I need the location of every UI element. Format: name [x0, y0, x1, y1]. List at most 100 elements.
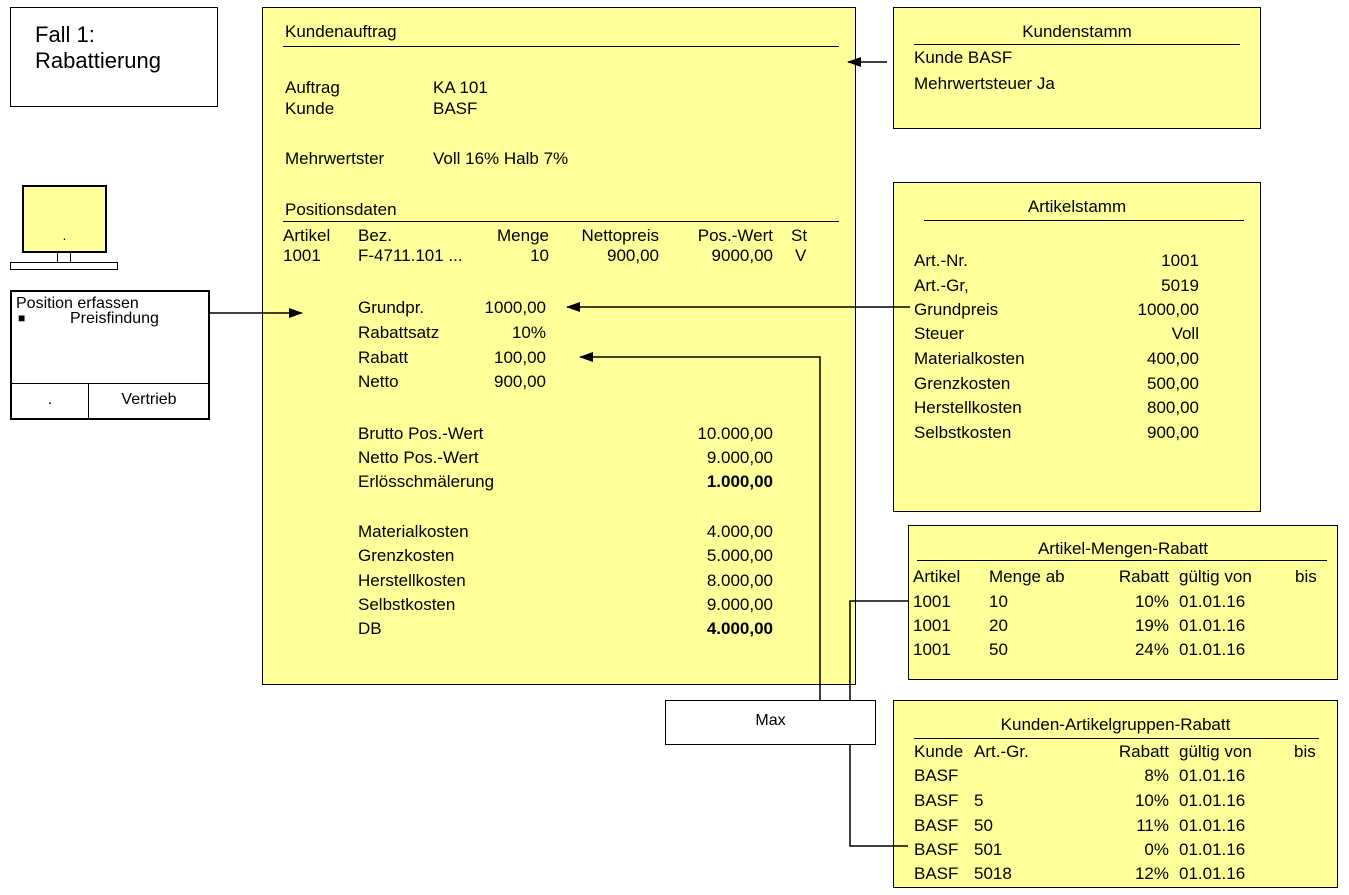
pos-row-artikel: 1001	[283, 246, 321, 265]
artikelstamm-label: Materialkosten	[914, 349, 1025, 368]
calc-label: Rabattsatz	[358, 323, 440, 342]
cost-value: 9.000,00	[706, 595, 773, 614]
sum-value: 1.000,00	[706, 472, 773, 491]
amr-header-menge: Menge ab	[989, 567, 1065, 586]
pos-header-artikel: Artikel	[283, 226, 331, 245]
cost-label: Herstellkosten	[358, 571, 466, 590]
menu-bullet-icon: ■	[18, 311, 26, 325]
artikel-mengen-rabatt-panel: Artikel-Mengen-Rabatt Artikel Menge ab R…	[908, 525, 1338, 680]
sum-label: Erlösschmälerung	[358, 472, 495, 491]
calc-label: Grundpr.	[358, 298, 425, 317]
kar-cell: 01.01.16	[1179, 864, 1246, 883]
case-title-line2: Rabattierung	[35, 48, 161, 73]
position-erfassen-window[interactable]: Position erfassen ■ Preisfindung . Vertr…	[10, 290, 210, 420]
calc-label: Rabatt	[358, 348, 409, 367]
monitor-stand	[57, 253, 71, 263]
line-amr-max	[849, 600, 908, 700]
tab-vertrieb[interactable]: Vertrieb	[121, 391, 177, 408]
sum-label: Netto Pos.-Wert	[358, 448, 479, 467]
positionsdaten-rule	[283, 221, 839, 222]
kar-header-kunde: Kunde	[914, 742, 964, 761]
artikelstamm-value: 1000,00	[1137, 300, 1199, 319]
max-box: Max	[665, 700, 876, 745]
sum-label: Brutto Pos.-Wert	[358, 424, 484, 443]
amr-cell: 1001	[913, 640, 951, 659]
kar-header-rabatt: Rabatt	[1118, 742, 1169, 761]
amr-rule	[917, 560, 1327, 561]
pos-header-st: St	[791, 226, 808, 245]
amr-header-bis: bis	[1295, 567, 1317, 586]
artikelstamm-panel: Artikelstamm Art.-Nr. 1001 Art.-Gr, 5019…	[893, 182, 1261, 512]
kar-cell: BASF	[914, 766, 959, 785]
kar-header-artgr: Art.-Gr.	[974, 742, 1029, 761]
artikelstamm-label: Steuer	[914, 324, 965, 343]
artikelstamm-value: Voll	[1171, 324, 1199, 343]
cost-value: 4.000,00	[706, 619, 773, 638]
artikelstamm-value: 5019	[1161, 276, 1199, 295]
case-title-line1: Fall 1:	[35, 22, 95, 47]
sum-value: 10.000,00	[697, 424, 773, 443]
menu-item-preisfindung[interactable]: Preisfindung	[70, 310, 159, 327]
amr-cell: 20	[989, 616, 1008, 635]
kunde-value: BASF	[433, 99, 478, 118]
kar-cell: BASF	[914, 791, 959, 810]
artikelstamm-value: 400,00	[1147, 349, 1199, 368]
kar-cell: 01.01.16	[1179, 791, 1246, 810]
kar-cell: 10%	[1134, 791, 1169, 810]
artikelstamm-value: 1001	[1161, 251, 1199, 270]
calc-value: 10%	[511, 323, 546, 342]
kar-cell: 12%	[1134, 864, 1169, 883]
window-title: Position erfassen	[16, 295, 139, 312]
kar-cell: 50	[974, 816, 993, 835]
artikelstamm-value: 500,00	[1147, 374, 1199, 393]
tab-left[interactable]: .	[47, 391, 53, 408]
kundenauftrag-title-rule	[283, 46, 839, 47]
kundenstamm-title: Kundenstamm	[1022, 22, 1132, 41]
artikelstamm-title: Artikelstamm	[1027, 197, 1127, 216]
kar-cell: 501	[974, 840, 1003, 859]
artikelstamm-value: 900,00	[1147, 423, 1199, 442]
kar-cell: 5018	[974, 864, 1012, 883]
calc-value: 100,00	[494, 348, 546, 367]
calc-value: 1000,00	[484, 298, 546, 317]
sum-value: 9.000,00	[706, 448, 773, 467]
kundenauftrag-panel: Kundenauftrag Auftrag KA 101 Kunde BASF …	[262, 7, 856, 685]
pos-row-poswert: 9000,00	[711, 246, 773, 265]
kar-header-bis: bis	[1294, 742, 1316, 761]
amr-header-von: gültig von	[1179, 567, 1252, 586]
kar-rule	[914, 738, 1319, 739]
monitor-screen-text: .	[62, 227, 67, 243]
artikelstamm-label: Art.-Nr.	[914, 251, 968, 270]
pos-header-poswert: Pos.-Wert	[697, 226, 773, 245]
amr-cell: 19%	[1134, 616, 1169, 635]
pos-row-menge: 10	[530, 246, 549, 265]
kunden-artikelgruppen-rabatt-panel: Kunden-Artikelgruppen-Rabatt Kunde Art.-…	[893, 700, 1338, 888]
kar-cell: 5	[974, 791, 984, 810]
kar-title: Kunden-Artikelgruppen-Rabatt	[1000, 715, 1231, 734]
computer-icon: .	[10, 180, 120, 275]
amr-cell: 01.01.16	[1179, 592, 1246, 611]
pos-header-menge: Menge	[497, 226, 549, 245]
cost-label: Materialkosten	[358, 522, 469, 541]
amr-header-artikel: Artikel	[913, 567, 961, 586]
amr-cell: 50	[989, 640, 1008, 659]
amr-cell: 24%	[1134, 640, 1169, 659]
kar-cell: BASF	[914, 840, 959, 859]
max-label: Max	[755, 712, 786, 729]
pos-row-nettopreis: 900,00	[607, 246, 659, 265]
pos-row-st: V	[795, 246, 807, 265]
mwst-value: Voll 16% Halb 7%	[433, 149, 569, 168]
calc-value: 900,00	[494, 372, 546, 391]
pos-header-bez: Bez.	[358, 226, 393, 245]
positionsdaten-title: Positionsdaten	[285, 200, 397, 219]
kar-cell: 01.01.16	[1179, 840, 1246, 859]
amr-cell: 01.01.16	[1179, 616, 1246, 635]
cost-value: 8.000,00	[706, 571, 773, 590]
kundenstamm-line2: Mehrwertsteuer Ja	[914, 74, 1055, 93]
auftrag-label: Auftrag	[285, 78, 340, 97]
cost-value: 5.000,00	[706, 546, 773, 565]
amr-header-rabatt: Rabatt	[1118, 567, 1169, 586]
kundenauftrag-title: Kundenauftrag	[285, 22, 397, 41]
kar-cell: BASF	[914, 816, 959, 835]
window-tab-divider	[88, 383, 89, 418]
